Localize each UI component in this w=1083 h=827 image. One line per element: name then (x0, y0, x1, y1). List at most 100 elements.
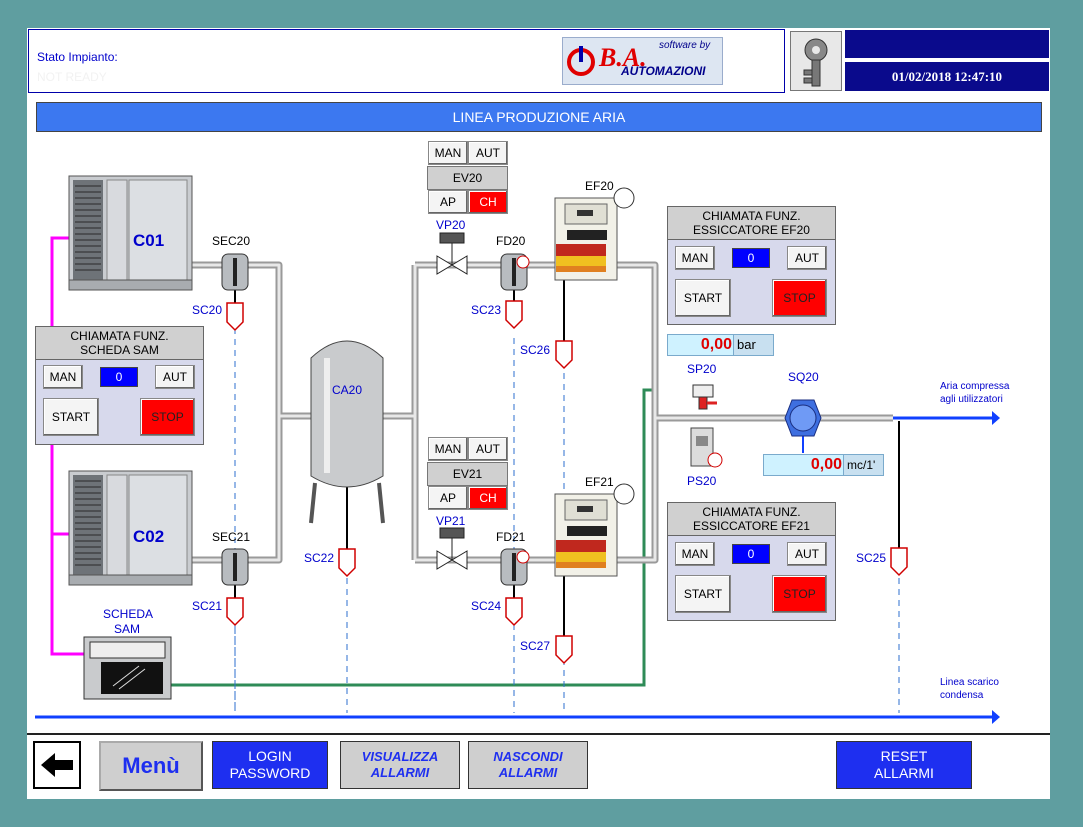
sam-man-button[interactable]: MAN (43, 365, 83, 389)
page-title: LINEA PRODUZIONE ARIA (452, 109, 626, 125)
process-diagram (35, 175, 1000, 724)
ev20-ch-button[interactable]: CH (468, 190, 508, 214)
tag-sc27: SC27 (520, 639, 551, 653)
plant-state-label: Stato Impianto: (37, 50, 118, 64)
tag-vp20: VP20 (436, 218, 466, 232)
ef21-stop-button[interactable]: STOP (772, 575, 827, 613)
hide-alarms-label-2: ALLARMI (498, 765, 558, 780)
tag-sc22: SC22 (304, 551, 335, 565)
sam-board-label-1: SCHEDA (103, 607, 154, 621)
sam-stop-button[interactable]: STOP (140, 398, 195, 436)
logo-tagline: software by (659, 40, 711, 51)
pressure-value-text: 0,00 (700, 336, 732, 353)
tag-sec21: SEC21 (212, 530, 251, 544)
magenta-signal-lines (50, 236, 84, 656)
sc25-trap (890, 547, 908, 577)
sc23-trap (505, 300, 523, 330)
login-label-2: PASSWORD (229, 765, 311, 781)
sam-panel-title-1: CHIAMATA FUNZ. (70, 329, 169, 343)
ev21-name-text: EV21 (452, 467, 483, 481)
separator-sec20 (221, 253, 249, 291)
compressor-c01 (68, 175, 193, 291)
tag-ps20: PS20 (687, 474, 717, 488)
flow-unit: mc/1' (843, 454, 884, 476)
air-tank-ca20 (309, 340, 385, 524)
reset-label-1: RESET (880, 748, 928, 764)
separator-sec21 (221, 548, 249, 586)
dryer-ef20 (554, 187, 635, 281)
ev20-ap-button[interactable]: AP (428, 190, 468, 214)
sc24-trap (505, 597, 523, 627)
sc27-trap (555, 635, 573, 665)
tag-ef21: EF21 (585, 475, 614, 489)
page-title-bar: LINEA PRODUZIONE ARIA (36, 102, 1042, 132)
ef20-stop-button[interactable]: STOP (772, 279, 827, 317)
ef21-aut-button[interactable]: AUT (787, 542, 827, 566)
sam-board-label-2: SAM (114, 622, 141, 636)
ef20-start-button[interactable]: START (675, 279, 731, 317)
pressure-sensor-ps20 (690, 427, 723, 468)
pressure-switch-sp20 (692, 384, 717, 410)
ev21-ap-button[interactable]: AP (428, 486, 468, 510)
logo-company: AUTOMAZIONI (621, 64, 706, 78)
sc21-trap (226, 597, 244, 627)
ev20-name: EV20 (427, 166, 508, 190)
sam-panel-title: CHIAMATA FUNZ.SCHEDA SAM (36, 327, 203, 360)
show-alarms-label-1: VISUALIZZA (361, 749, 439, 764)
tag-sec20: SEC20 (212, 234, 251, 248)
hmi-screen: Stato Impianto: NOT READY software by B.… (27, 28, 1050, 799)
sam-aut-button[interactable]: AUT (155, 365, 195, 389)
sam-value: 0 (100, 367, 138, 387)
show-alarms-label-2: ALLARMI (370, 765, 430, 780)
company-logo: software by B.A. AUTOMAZIONI (562, 37, 723, 85)
ev20-name-text: EV20 (452, 171, 483, 185)
ev20-aut-button[interactable]: AUT (468, 141, 508, 165)
login-label-1: LOGIN (248, 748, 292, 764)
tag-sc25: SC25 (856, 551, 887, 565)
menu-button-label: Menù (122, 753, 180, 778)
ef20-panel-title-2: ESSICCATORE EF20 (693, 223, 810, 237)
ef21-man-button[interactable]: MAN (675, 542, 715, 566)
green-signal-line (171, 388, 657, 687)
drain-label-1: Linea scarico (940, 677, 999, 688)
tag-fd21: FD21 (496, 530, 526, 544)
ef21-panel-title-1: CHIAMATA FUNZ. (702, 505, 801, 519)
flow-meter-sq20 (784, 399, 822, 437)
pressure-unit-text: bar (737, 337, 756, 352)
ef21-panel-title-2: ESSICCATORE EF21 (693, 519, 810, 533)
key-login-icon[interactable] (790, 31, 842, 91)
header-dark-top (845, 30, 1049, 58)
logo-power-icon (567, 46, 595, 76)
sam-start-button[interactable]: START (43, 398, 99, 436)
ef20-aut-button[interactable]: AUT (787, 246, 827, 270)
pressure-unit: bar (733, 334, 774, 356)
tag-sp20: SP20 (687, 362, 717, 376)
flow-value-text: 0,00 (810, 456, 842, 473)
ev21-man-button[interactable]: MAN (428, 437, 468, 461)
ev20-man-button[interactable]: MAN (428, 141, 468, 165)
filter-fd20 (500, 253, 530, 291)
ev21-aut-button[interactable]: AUT (468, 437, 508, 461)
sc22-trap (338, 548, 356, 578)
back-button[interactable] (33, 741, 81, 789)
datetime-text: 01/02/2018 12:47:10 (891, 68, 1003, 84)
pressure-value: 0,00 (667, 334, 735, 356)
ef20-man-button[interactable]: MAN (675, 246, 715, 270)
tag-ca20: CA20 (332, 383, 363, 397)
reset-label-2: ALLARMI (874, 765, 934, 781)
flow-value: 0,00 (763, 454, 845, 476)
ef21-start-button[interactable]: START (675, 575, 731, 613)
plant-state-value: NOT READY (37, 70, 107, 84)
menu-button[interactable]: Menù (99, 741, 203, 791)
arrow-left-icon (41, 753, 73, 777)
sam-panel-title-2: SCHEDA SAM (80, 343, 159, 357)
ef20-panel-title-1: CHIAMATA FUNZ. (702, 209, 801, 223)
ev21-ch-button[interactable]: CH (468, 486, 508, 510)
ef21-panel-title: CHIAMATA FUNZ.ESSICCATORE EF21 (668, 503, 835, 536)
tag-sc20: SC20 (192, 303, 223, 317)
tag-sc23: SC23 (471, 303, 502, 317)
